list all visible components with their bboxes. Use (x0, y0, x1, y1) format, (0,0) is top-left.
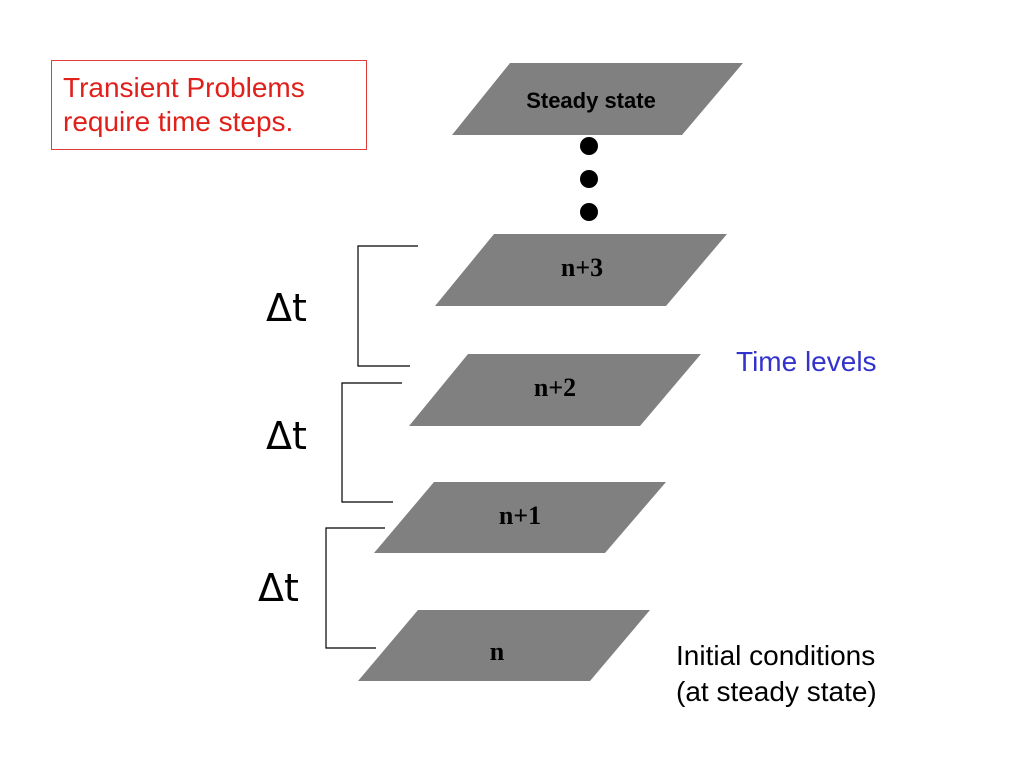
callout-line-1: Transient Problems (63, 72, 305, 103)
delta-t-label-middle: Δt (266, 414, 307, 458)
continuation-dot-1 (580, 137, 598, 155)
callout-line-2: require time steps. (63, 106, 294, 137)
level-n3-plane (435, 234, 727, 306)
initial-conditions-line-2: (at steady state) (676, 676, 877, 707)
initial-conditions-line-1: Initial conditions (676, 640, 876, 671)
bracket-bottom (325, 527, 385, 649)
bracket-middle (341, 382, 402, 503)
level-n1-plane (374, 482, 666, 553)
steady-state-plane (452, 63, 743, 135)
level-n1-label: n+1 (499, 501, 541, 530)
transient-callout-box: Transient Problems require time steps. (51, 60, 367, 150)
initial-conditions-label: Initial conditions (at steady state) (676, 638, 877, 710)
time-levels-label: Time levels (736, 346, 877, 377)
delta-t-label-top: Δt (266, 286, 307, 330)
bracket-top (357, 245, 418, 367)
level-n-plane (358, 610, 650, 681)
steady-state-label: Steady state (526, 88, 656, 113)
level-n-label: n (490, 637, 505, 666)
level-n2-label: n+2 (534, 373, 576, 402)
continuation-dot-3 (580, 203, 598, 221)
level-n3-label: n+3 (561, 253, 603, 282)
continuation-dot-2 (580, 170, 598, 188)
level-n2-plane (409, 354, 701, 426)
delta-t-label-bottom: Δt (258, 566, 299, 610)
